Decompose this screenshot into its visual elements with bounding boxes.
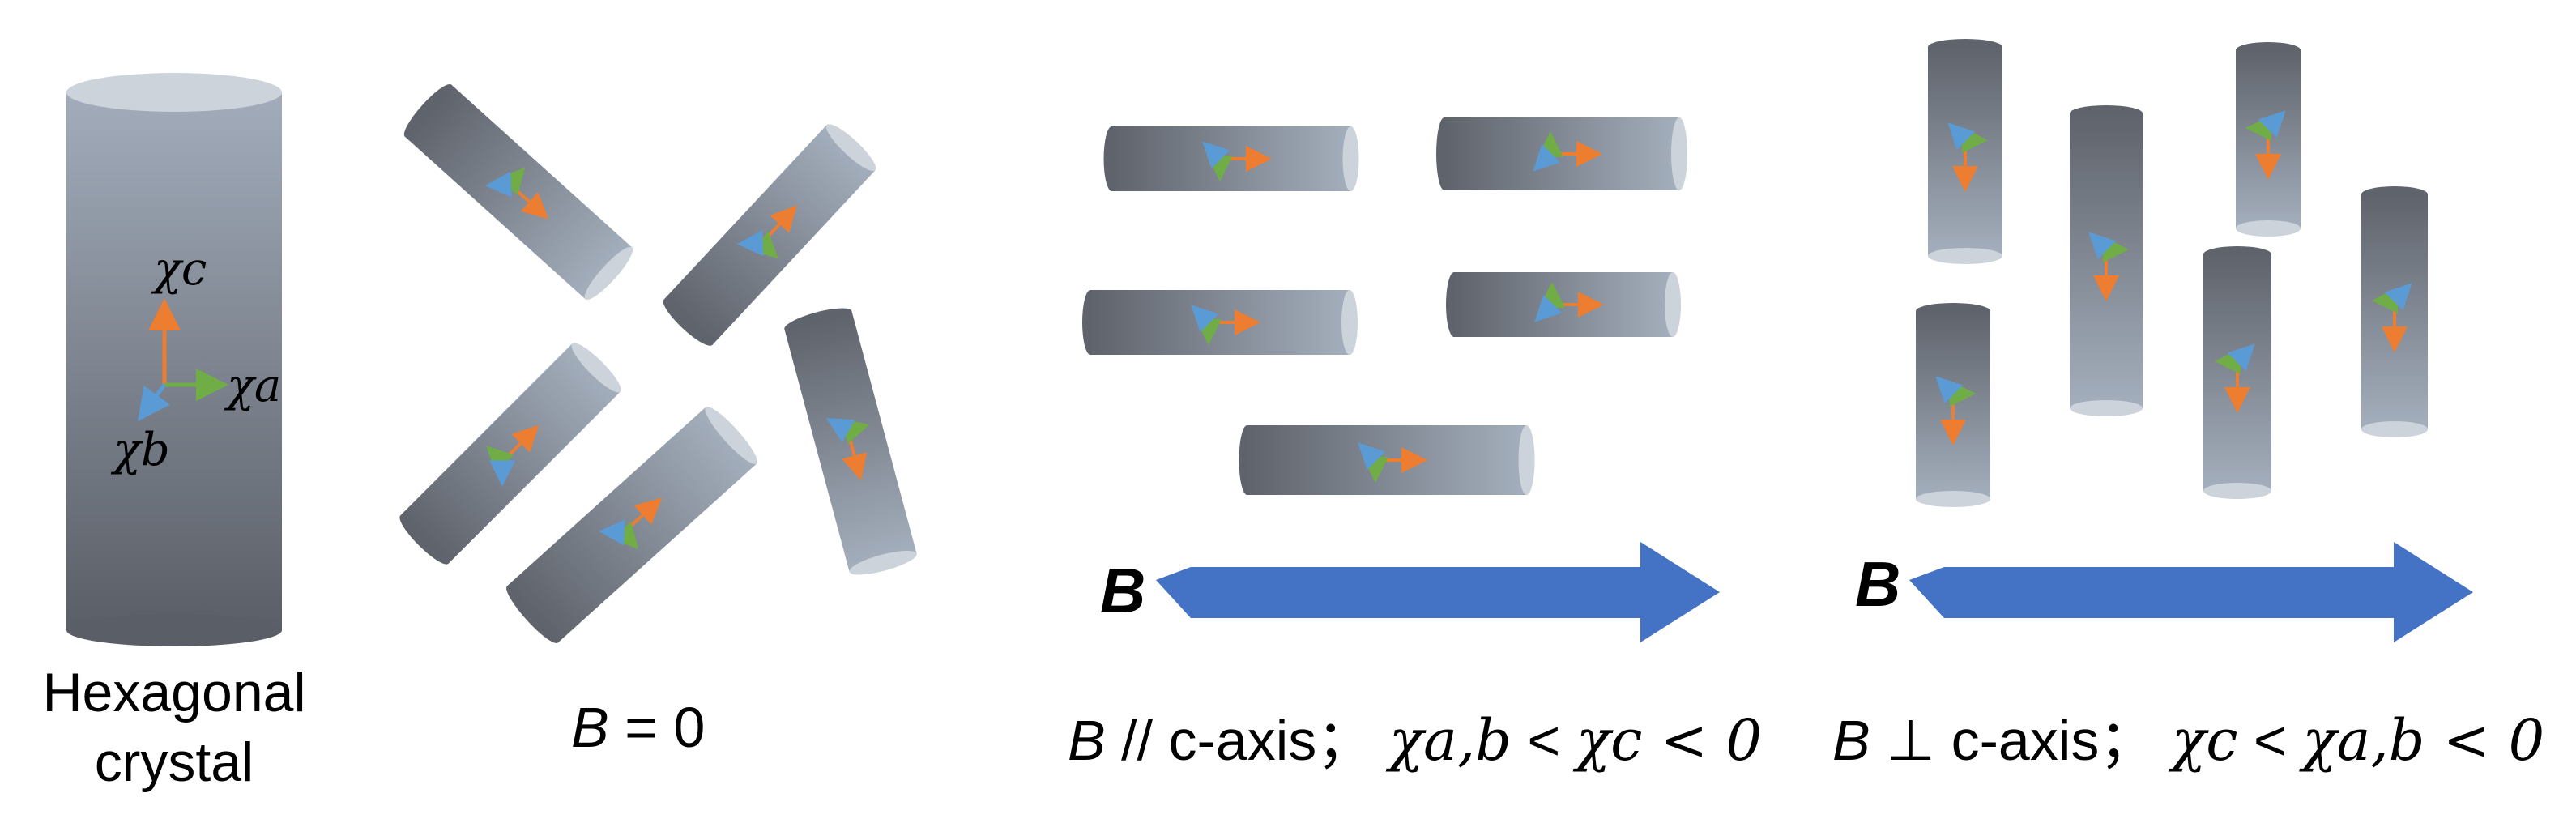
rod-axis-a-arrow <box>498 167 526 196</box>
caption-rest: = 0 <box>608 696 706 759</box>
rod-crystal <box>2361 186 2428 437</box>
rod-axis-b-arrow <box>1533 143 1561 172</box>
rod-axis-b-arrow <box>1935 376 1964 404</box>
crystal-label: Hexagonal crystal <box>0 658 348 797</box>
field-label-parallel: B <box>1100 555 1146 626</box>
rod-axis-b-arrow <box>736 230 764 257</box>
caption-b-zero: B = 0 <box>571 695 705 760</box>
axis-a-label: χa <box>227 360 282 412</box>
rod-axis-a-arrow <box>486 446 514 474</box>
caption-symbol: B <box>571 696 609 759</box>
rod-end-cap <box>2203 483 2271 499</box>
rod-end-cap <box>584 246 633 301</box>
rod-crystal <box>784 308 917 575</box>
caption-chi-ab: χa,b <box>2302 707 2425 774</box>
rod-axis-a-arrow <box>750 231 778 259</box>
rod-axis-b-arrow <box>485 171 512 198</box>
axis-b-label: χb <box>113 424 170 476</box>
caption-perpendicular: B ⊥ c-axis； χc < χa,b < 0 <box>1832 695 2544 777</box>
rod-end-cap <box>1518 425 1535 495</box>
field-arrow-parallel <box>1156 542 1720 642</box>
rod-end-cap <box>1665 272 1681 337</box>
rod-axis-b-arrow <box>825 418 855 443</box>
axis-c-label: χc <box>154 243 207 296</box>
rod-axis-a-arrow <box>612 521 639 550</box>
rod-crystal <box>1436 117 1687 190</box>
crystal-label-line1: Hexagonal <box>42 662 306 723</box>
field-arrow-shape <box>1909 542 2473 642</box>
hexagonal-crystal <box>66 73 282 646</box>
rod-axis-b-arrow <box>2227 343 2255 372</box>
field-arrow-shape <box>1156 542 1720 642</box>
rod-crystal <box>1446 272 1681 337</box>
field-label-perpendicular: B <box>1855 548 1901 620</box>
rod-crystal <box>1103 126 1359 191</box>
rod-axis-b-arrow <box>2384 283 2412 311</box>
crystal-label-line2: crystal <box>94 731 254 793</box>
rod-crystal <box>663 124 876 346</box>
caption-chi-c: χc <box>1576 707 1643 774</box>
rod-axis-b-arrow <box>2258 110 2286 139</box>
rod-end-cap <box>849 550 917 575</box>
rod-end-cap <box>1671 117 1687 190</box>
rod-end-cap <box>2070 400 2143 416</box>
rod-crystal <box>2236 42 2301 237</box>
crystal-axes <box>138 298 228 422</box>
rod-end-cap <box>1928 248 2002 264</box>
field-arrow-perpendicular <box>1909 542 2473 642</box>
rod-crystal <box>1928 39 2002 264</box>
rod-crystal <box>1082 290 1358 355</box>
rod-end-cap <box>1342 126 1359 191</box>
rod-crystal <box>506 407 757 643</box>
rod-end-cap <box>2236 220 2301 237</box>
caption-symbol: B <box>1068 709 1106 772</box>
caption-tail: < 0 <box>1642 707 1763 774</box>
caption-text: // c-axis； <box>1105 709 1374 772</box>
rod-end-cap <box>825 124 876 172</box>
rod-crystal <box>2070 105 2143 416</box>
rod-end-cap <box>1916 491 1990 507</box>
axis-b-arrow <box>138 383 170 422</box>
rod-axis-b-arrow <box>1947 122 1976 151</box>
rod-crystal <box>1239 425 1535 495</box>
rod-axis-b-arrow <box>1358 442 1386 471</box>
rod-end-cap <box>2361 421 2428 437</box>
rod-axis-b-arrow <box>1202 141 1230 169</box>
caption-lt: < <box>1511 709 1576 772</box>
rod-end-cap <box>571 343 621 393</box>
rod-end-cap <box>705 407 757 465</box>
caption-tail: < 0 <box>2425 707 2545 774</box>
rod-crystal <box>399 343 621 565</box>
caption-symbol: B <box>1832 709 1870 772</box>
caption-chi-ab: χa,b <box>1388 707 1512 774</box>
rod-axis-b-arrow <box>1191 305 1219 333</box>
rod-end-cap <box>1341 290 1358 355</box>
caption-text: ⊥ c-axis； <box>1870 709 2156 772</box>
rod-axis-b-arrow <box>599 519 625 546</box>
rod-crystal <box>1916 303 1990 507</box>
caption-chi-c: χc <box>2171 707 2238 774</box>
caption-lt: < <box>2237 709 2303 772</box>
rod-axis-b-arrow <box>1534 294 1563 322</box>
rod-crystal <box>2203 246 2271 499</box>
rod-crystal <box>403 83 633 301</box>
rod-axis-b-arrow <box>2088 232 2117 260</box>
rod-axis-b-arrow <box>489 460 516 487</box>
rods-layer <box>399 39 2428 643</box>
caption-parallel: B // c-axis； χa,b < χc < 0 <box>1068 695 1762 777</box>
rod-back-end <box>399 514 450 565</box>
